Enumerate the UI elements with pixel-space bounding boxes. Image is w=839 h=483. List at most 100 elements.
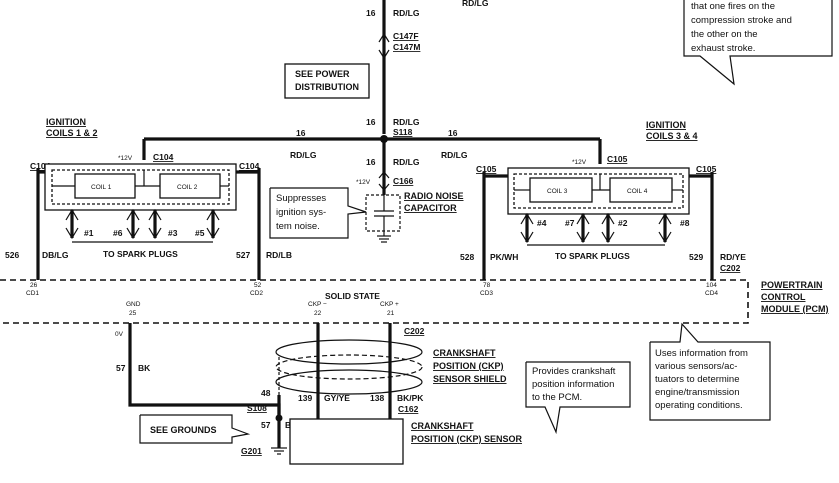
- wire-528-color: PK/WH: [490, 252, 518, 262]
- ckp-shield: [275, 339, 423, 395]
- splice-s108-label: S108: [247, 403, 267, 413]
- ckp-provides-note: Provides crankshaft position information…: [525, 361, 631, 435]
- wire-138-color: BK/PK: [397, 393, 424, 403]
- right-coil-connector-right: C105: [696, 164, 717, 174]
- pcm-module-outline: [0, 279, 749, 324]
- ckp-sensor-label: CRANKSHAFT: [411, 421, 474, 431]
- svg-text:Provides crankshaft: Provides crankshaft: [532, 366, 616, 377]
- left-spark-plug-leads: [65, 208, 220, 243]
- right-to-spark-plugs: TO SPARK PLUGS: [555, 251, 630, 261]
- pcm-module-name-line2: CONTROL: [761, 292, 806, 302]
- ckp-sensor-label-line2: POSITION (CKP) SENSOR: [411, 434, 523, 444]
- coil-3-label: COIL 3: [547, 188, 568, 195]
- see-grounds-box: SEE GROUNDS: [139, 414, 251, 444]
- left-coil-connector-left: C104: [30, 161, 51, 171]
- pcm-pin-78: 78: [483, 282, 491, 289]
- suppress-note: Suppresses ignition sys- tem noise.: [269, 187, 367, 239]
- top-right-note: that one fires on the compression stroke…: [683, 0, 833, 86]
- svg-text:various sensors/ac-: various sensors/ac-: [655, 361, 737, 372]
- capacitor-label-line2: CAPACITOR: [404, 203, 457, 213]
- pcm-ckp-minus: CKP −: [308, 301, 327, 308]
- svg-text:SEE GROUNDS: SEE GROUNDS: [150, 425, 217, 435]
- coils-left-title: IGNITION: [46, 117, 86, 127]
- pcm-zero-volt: 0V: [115, 331, 124, 338]
- svg-text:position information: position information: [532, 379, 614, 390]
- pcm-pin-26: 26: [30, 282, 38, 289]
- wire-526-number: 526: [5, 250, 19, 260]
- mid-wire-color: RD/LG: [393, 117, 420, 127]
- coils-right-title-line2: COILS 3 & 4: [646, 131, 698, 141]
- wire-526-color: DB/LG: [42, 250, 69, 260]
- connector-c147m-label: C147M: [393, 42, 420, 52]
- right-bus-gauge: 16: [448, 128, 458, 138]
- svg-text:operating conditions.: operating conditions.: [655, 400, 743, 411]
- left-coil-connector-right: C104: [239, 161, 260, 171]
- pcm-uses-note: Uses information from various sensors/ac…: [649, 322, 771, 421]
- svg-text:DISTRIBUTION: DISTRIBUTION: [295, 82, 359, 92]
- connector-c147f-label: C147F: [393, 31, 419, 41]
- radio-noise-capacitor-label: RADIO NOISE: [404, 191, 464, 201]
- svg-text:ignition sys-: ignition sys-: [276, 207, 326, 218]
- svg-text:Uses information from: Uses information from: [655, 348, 748, 359]
- pcm-ckp-plus: CKP +: [380, 301, 399, 308]
- left-coil-connector-top: C104: [153, 152, 174, 162]
- pcm-gnd-label: GND: [126, 301, 141, 308]
- top-wire-color-offcut: RD/LG: [462, 0, 489, 8]
- pcm-module-name: POWERTRAIN: [761, 280, 823, 290]
- ckp-shield-label-line2: POSITION (CKP): [433, 361, 504, 371]
- plug-label-1: #1: [84, 228, 94, 238]
- connector-c162-label: C162: [398, 404, 419, 414]
- coil-2-label: COIL 2: [177, 184, 198, 191]
- cap-wire-gauge: 16: [366, 157, 376, 167]
- svg-text:tuators to determine: tuators to determine: [655, 374, 740, 385]
- pcm-pin-52: 52: [254, 282, 262, 289]
- right-coil-pack: COIL 3 COIL 4: [507, 167, 690, 215]
- svg-text:to the PCM.: to the PCM.: [532, 392, 582, 403]
- svg-text:engine/transmission: engine/transmission: [655, 387, 740, 398]
- coils-right-title: IGNITION: [646, 120, 686, 130]
- pcm-pin-cd3: CD3: [480, 290, 493, 297]
- c166-connector-icon: [378, 171, 390, 191]
- plug-label-5: #5: [195, 228, 205, 238]
- pcm-solid-state: SOLID STATE: [325, 291, 380, 301]
- plug-label-8: #8: [680, 218, 690, 228]
- right-coil-connector-top: C105: [607, 154, 628, 164]
- plug-label-2: #2: [618, 218, 628, 228]
- left-coil-pack: COIL 1 COIL 2: [44, 163, 237, 211]
- connector-c202-right: C202: [720, 263, 741, 273]
- pcm-pin-cd1: CD1: [26, 290, 39, 297]
- svg-text:that one fires on the: that one fires on the: [691, 1, 775, 12]
- top-wire-color: RD/LG: [393, 8, 420, 18]
- wire-139-number: 139: [298, 393, 312, 403]
- ckp-shield-label: CRANKSHAFT: [433, 348, 496, 358]
- svg-text:the other on the: the other on the: [691, 29, 758, 40]
- coils-left-title-line2: COILS 1 & 2: [46, 128, 98, 138]
- wire-138-number: 138: [370, 393, 384, 403]
- wire-139-color: GY/YE: [324, 393, 350, 403]
- ground-g201-label: G201: [241, 446, 262, 456]
- coil-4-label: COIL 4: [627, 188, 648, 195]
- wire-527-color: RD/LB: [266, 250, 292, 260]
- ground-g201-icon: [271, 447, 287, 455]
- svg-text:exhaust stroke.: exhaust stroke.: [691, 43, 755, 54]
- plug-label-7: #7: [565, 218, 575, 228]
- cap-12v-label: *12V: [356, 179, 371, 186]
- wire-529-color: RD/YE: [720, 252, 746, 262]
- pcm-pin-cd2: CD2: [250, 290, 263, 297]
- right-spark-plug-leads: [520, 212, 672, 246]
- right-coil-connector-left: C105: [476, 164, 497, 174]
- mid-wire-gauge: 16: [366, 117, 376, 127]
- pcm-pin-cd4: CD4: [705, 290, 718, 297]
- left-bus-color: RD/LG: [290, 150, 317, 160]
- left-bus-gauge: 16: [296, 128, 306, 138]
- right-bus-color: RD/LG: [441, 150, 468, 160]
- c147-connector-icon: [378, 32, 390, 60]
- pcm-ckp-minus-pin: 22: [314, 310, 322, 317]
- plug-label-3: #3: [168, 228, 178, 238]
- pcm-ckp-plus-pin: 21: [387, 310, 395, 317]
- wire-528-number: 528: [460, 252, 474, 262]
- pcm-pin-104: 104: [706, 282, 717, 289]
- ckp-shield-label-line3: SENSOR SHIELD: [433, 374, 507, 384]
- coil-1-label: COIL 1: [91, 184, 112, 191]
